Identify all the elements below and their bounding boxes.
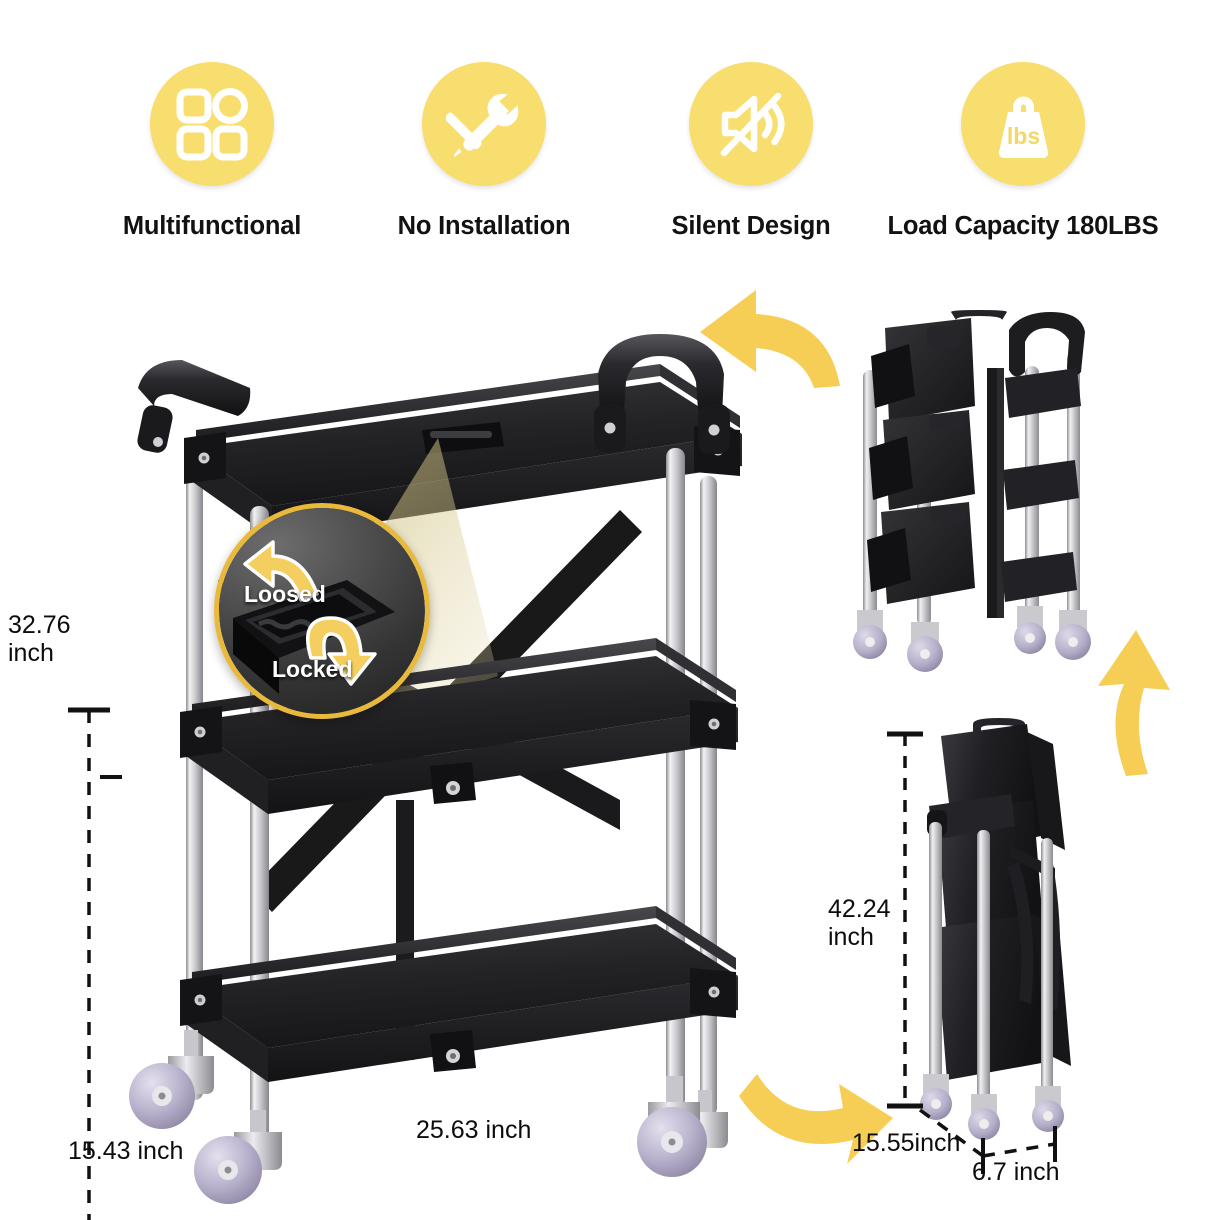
dimension-folded-height: 42.24 inch [828,895,891,951]
semi-caster-1 [853,610,887,659]
folded-tray-top [871,318,975,422]
folded-height-value: 42.24 [828,895,891,923]
lock-mechanism-callout: Loosed Locked [214,503,430,719]
folded-height-unit: inch [828,922,874,951]
caster-front-left [194,1110,282,1204]
cart-height-value: 32.76 [8,611,71,639]
locked-arrow-icon [306,616,377,686]
folded-cart-illustration [915,718,1115,1140]
folded-caster-1 [920,1074,952,1120]
loosed-label: Loosed [244,581,326,607]
dimension-lines-main-cart [68,707,122,1220]
dimension-cart-width: 25.63 inch [416,1116,532,1144]
semi-caster-3 [1014,606,1046,654]
semi-folded-cart-illustration [845,310,1115,672]
folded-caster-2 [968,1094,1000,1140]
caster-rear-left [129,1030,214,1129]
cart-handle-right [594,334,730,454]
cart-handle-left [137,360,251,453]
dimension-folded-depth: 15.55inch [852,1129,961,1157]
folded-tray-bottom [867,502,975,604]
cart-height-unit: inch [8,638,54,667]
arrow-folded-to-semifolded [1098,630,1170,776]
arrow-open-to-folded [739,1074,893,1164]
semi-caster-4 [1055,610,1091,660]
folded-tray-middle [869,410,975,510]
locked-label: Locked [272,656,353,682]
folded-caster-3 [1032,1086,1064,1132]
arrow-open-to-semifolded [700,290,840,388]
loosed-arrow-icon [243,540,319,602]
tray-bottom [180,906,738,1082]
dimension-folded-width: 6.7 inch [972,1158,1060,1186]
caster-front-right [637,1076,707,1177]
dimension-cart-depth: 15.43 inch [68,1137,184,1165]
semi-caster-2 [907,622,943,672]
dimension-cart-height: 32.76 inch [8,611,71,667]
main-cart-illustration [100,330,780,1204]
